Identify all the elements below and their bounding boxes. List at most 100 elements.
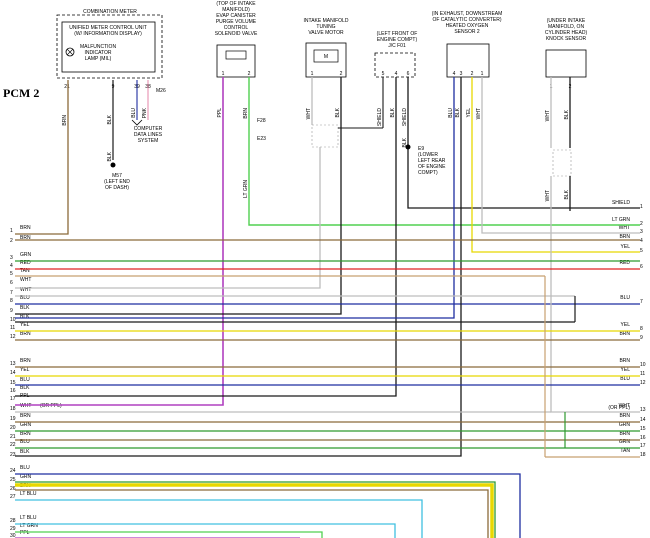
left-row-color: GRN	[20, 252, 32, 258]
wire-label: YEL	[466, 108, 472, 118]
connector-f28: F28	[257, 118, 266, 124]
right-row-number: 1	[640, 204, 643, 210]
wire-label: BLK	[564, 189, 570, 199]
left-row-color: LT GRN	[20, 523, 38, 529]
wire-jc-blk	[15, 77, 397, 397]
left-row-number: 12	[10, 334, 16, 340]
left-row-color: YEL	[20, 322, 30, 328]
wire-bottom-ltblu-2	[15, 523, 396, 538]
right-row-color: BLU	[620, 376, 630, 382]
wire-imt-wht-2	[15, 147, 321, 289]
right-row-number: 14	[640, 417, 646, 423]
left-row-color: GRN	[20, 422, 32, 428]
left-row-number: 7	[10, 290, 13, 296]
left-row-color: BRN	[20, 225, 31, 231]
left-row-number: 14	[10, 370, 16, 376]
left-row-color: PPL	[20, 530, 30, 536]
knock-sensor-label: MANIFOLD, ON	[548, 24, 585, 30]
right-row-color: LT GRN	[612, 217, 630, 223]
wire-label: SHIELD	[377, 108, 383, 126]
left-row-number: 16	[10, 388, 16, 394]
right-row-number: 7	[640, 299, 643, 305]
left-row-color: BLU	[20, 377, 30, 383]
mil-lamp-icon	[65, 47, 75, 57]
evap-pin: 1	[222, 71, 225, 77]
right-row-number: 18	[640, 452, 646, 458]
wire-evap-ppl	[15, 77, 224, 406]
left-row-number: 6	[10, 280, 13, 286]
right-row-number: 11	[640, 371, 645, 377]
wire-label: WHT	[545, 190, 551, 201]
wire-label: WHT	[545, 110, 551, 121]
left-row-color: LT BLU	[20, 515, 37, 521]
wire-label: PPL	[217, 108, 223, 118]
left-row-number: 30	[10, 533, 16, 538]
left-or-ppl-label: (OR PPL)	[40, 403, 62, 409]
right-row-number: 10	[640, 362, 646, 368]
solenoid-coil-icon	[225, 50, 247, 60]
left-row-color: BRN	[20, 235, 31, 241]
right-row-color: GRN	[619, 422, 631, 428]
jc-pin: 6	[407, 71, 410, 77]
jc-pin: 4	[395, 71, 398, 77]
connector-m26: M26	[156, 88, 166, 94]
left-row-number: 18	[10, 406, 16, 412]
wire-bottom-ltgrn	[15, 531, 323, 538]
o2-pin: 3	[460, 71, 463, 77]
right-row-color: TAN	[620, 448, 630, 454]
left-row-number: 13	[10, 361, 16, 367]
connector-e23: E23	[257, 136, 266, 142]
jc-f01-box	[374, 52, 416, 78]
wire-label: BLK	[390, 107, 396, 117]
evap-solenoid-box	[216, 44, 256, 78]
wire-label: LT GRN	[243, 180, 249, 198]
left-row-number: 19	[10, 416, 16, 422]
right-row-color: SHIELD	[612, 200, 630, 206]
right-row-color: YEL	[621, 244, 631, 250]
o2-pin: 2	[471, 71, 474, 77]
right-row-number: 3	[640, 229, 643, 235]
left-row-color: BLU	[20, 439, 30, 445]
wire-label: BLK	[564, 109, 570, 119]
wire-label: BRN	[243, 108, 249, 119]
wire-evap-ltgrn	[248, 77, 640, 226]
right-row-color: BRN	[619, 431, 630, 437]
knock-sensor-box	[545, 49, 587, 78]
ground-m57-icon	[110, 162, 116, 168]
left-row-color: BLU	[20, 295, 30, 301]
knock-sensor-label: (UNDER INTAKE	[547, 18, 586, 24]
wire-o2-yel	[471, 77, 640, 253]
page-title: PCM 2	[3, 86, 39, 100]
left-row-number: 25	[10, 477, 16, 483]
mil-label: INDICATOR	[84, 50, 111, 56]
right-row-number: 13	[640, 407, 646, 413]
wire-label: BLK	[107, 114, 113, 124]
wire-label: BLK	[455, 107, 461, 117]
evap-label: EVAP CANISTER	[216, 13, 256, 19]
combination-meter-label: COMBINATION METER	[83, 9, 137, 15]
wire-label: BLU	[131, 108, 137, 118]
left-row-number: 27	[10, 494, 16, 500]
left-row-number: 26	[10, 486, 16, 492]
left-row-color: BRN	[20, 413, 31, 419]
right-row-color: BRN	[619, 358, 630, 364]
mil-label: LAMP (MIL)	[85, 56, 112, 62]
evap-label: SOLENOID VALVE	[215, 31, 258, 37]
left-row-number: 3	[10, 255, 13, 261]
wire-bottom-ltblu	[15, 499, 423, 538]
left-row-number: 20	[10, 425, 16, 431]
computer-data-lines-label: COMPUTER	[134, 126, 163, 132]
evap-label: MANIFOLD)	[222, 7, 250, 13]
right-row-color: BLU	[620, 295, 630, 301]
right-row-number: 17	[640, 443, 646, 449]
wire-bottom-yel-highlight	[15, 483, 494, 538]
wire-label: BRN	[62, 115, 68, 126]
right-row-color: YEL	[621, 367, 631, 373]
right-or-ppl-label: (OR PPL)	[608, 405, 630, 411]
left-row-color: WHT	[20, 277, 31, 283]
o2-sensor-label: (IN EXHAUST, DOWNSTREAM	[432, 11, 503, 17]
right-row-color: GRN	[619, 439, 631, 445]
left-row-number: 2	[10, 238, 13, 244]
left-row-color: BLK	[20, 314, 30, 320]
